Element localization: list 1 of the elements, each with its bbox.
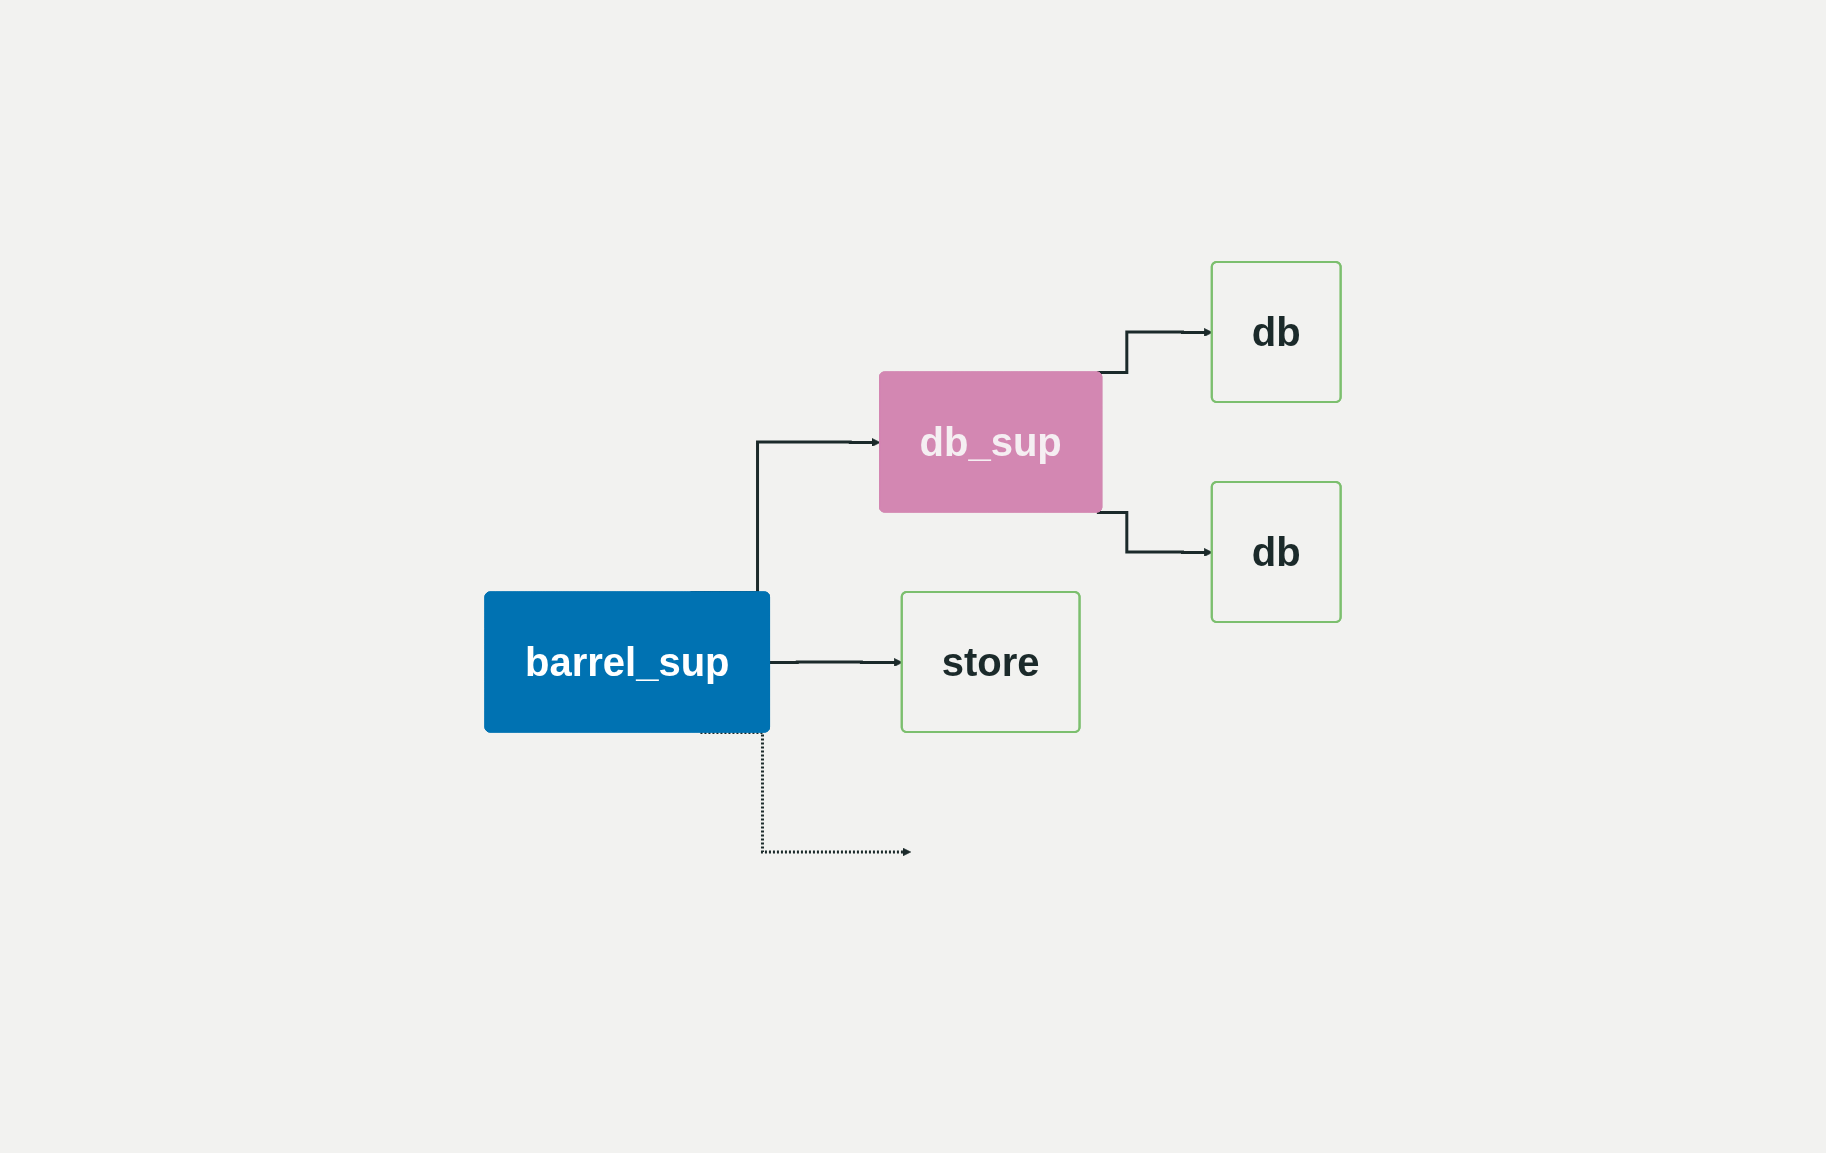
arrow bbox=[700, 730, 912, 856]
